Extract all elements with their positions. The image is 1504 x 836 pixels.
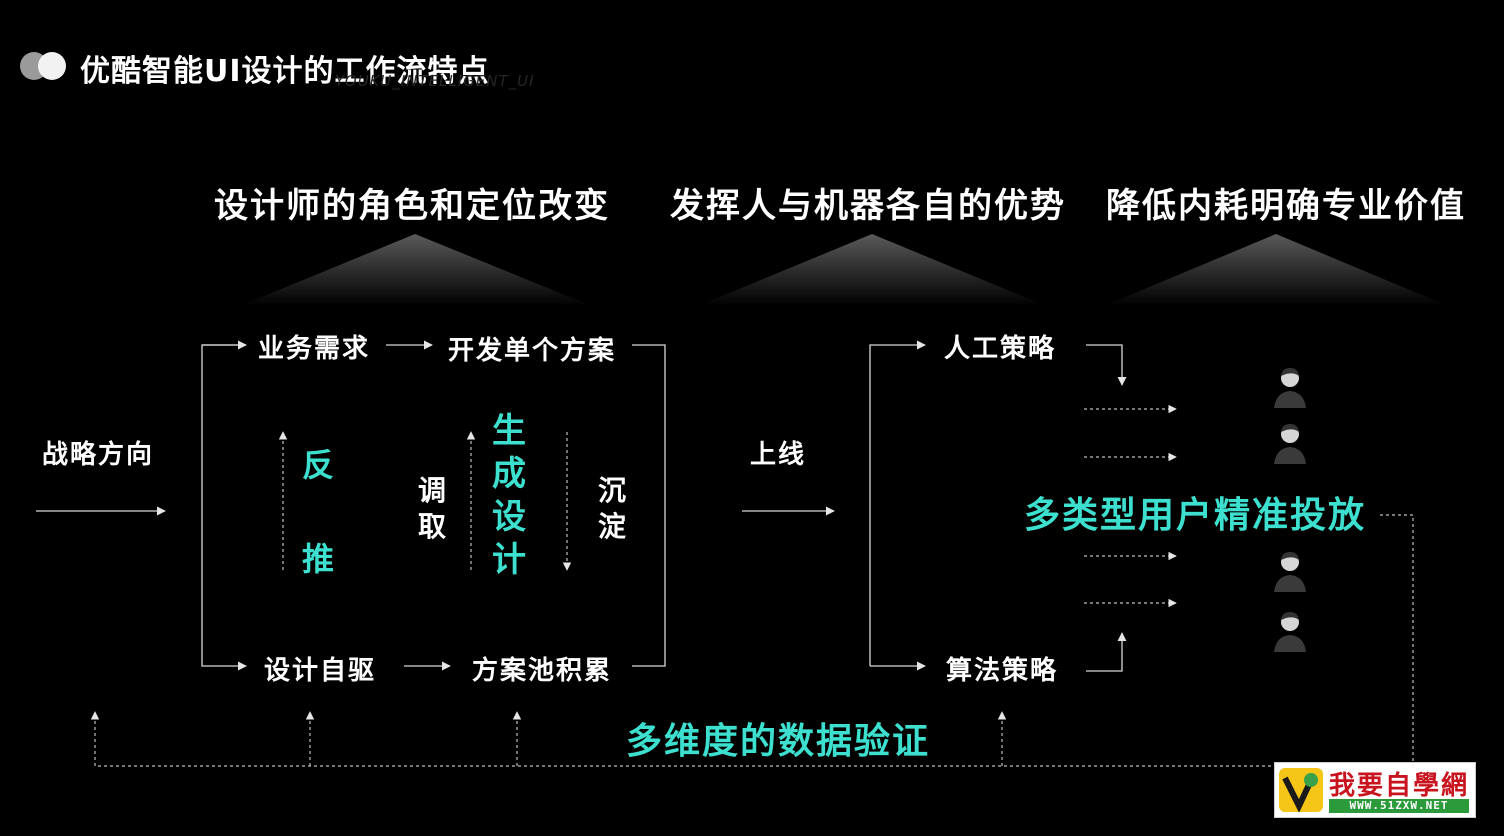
- label-fetch-char-1: 调: [418, 474, 447, 507]
- pyramid-shape: [1104, 234, 1448, 306]
- watermark-name: 我要自學網: [1329, 771, 1470, 801]
- node-algorithm-strategy: 算法策略: [946, 656, 1059, 686]
- label-generate-char-4: 计: [492, 540, 526, 580]
- node-manual-strategy: 人工策略: [944, 334, 1057, 364]
- user-avatar-icon: [1272, 548, 1308, 592]
- node-develop-plan: 开发单个方案: [448, 336, 617, 366]
- node-launch: 上线: [750, 440, 807, 470]
- label-generate-char-1: 生: [492, 411, 526, 451]
- user-avatar-icon: [1272, 364, 1308, 408]
- page-subtitle: YOUKU_INTELLIGENT_UI: [335, 72, 535, 90]
- watermark-v-icon: [1279, 768, 1323, 812]
- node-design-self-drive: 设计自驱: [264, 656, 377, 686]
- node-strategy-direction: 战略方向: [42, 440, 155, 470]
- watermark-url: WWW.51ZXW.NET: [1329, 799, 1469, 813]
- label-settle-char-2: 淀: [598, 510, 627, 543]
- label-fetch-char-2: 取: [418, 510, 447, 543]
- label-reverse-char-1: 反: [302, 446, 335, 484]
- page-title: 优酷智能UI设计的工作流特点: [80, 54, 490, 89]
- user-avatar-icon: [1272, 608, 1308, 652]
- heading-reduce-friction: 降低内耗明确专业价值: [1106, 186, 1466, 226]
- pyramid-shape: [240, 234, 592, 306]
- label-settle-char-1: 沉: [598, 474, 627, 507]
- logo-icon: [20, 52, 70, 80]
- node-business-need: 业务需求: [258, 334, 371, 364]
- label-reverse-char-2: 推: [302, 540, 335, 578]
- label-data-validation: 多维度的数据验证: [626, 721, 931, 762]
- pyramid-shape: [698, 234, 1046, 306]
- user-avatar-icon: [1272, 420, 1308, 464]
- heading-role-change: 设计师的角色和定位改变: [214, 186, 610, 226]
- node-plan-pool: 方案池积累: [472, 656, 613, 686]
- heading-human-machine: 发挥人与机器各自的优势: [670, 186, 1066, 226]
- label-precise-delivery: 多类型用户精准投放: [1024, 495, 1367, 536]
- label-generate-char-3: 设: [492, 497, 526, 537]
- label-generate-char-2: 成: [492, 454, 526, 494]
- watermark-logo: 我要自學網 WWW.51ZXW.NET: [1274, 762, 1476, 818]
